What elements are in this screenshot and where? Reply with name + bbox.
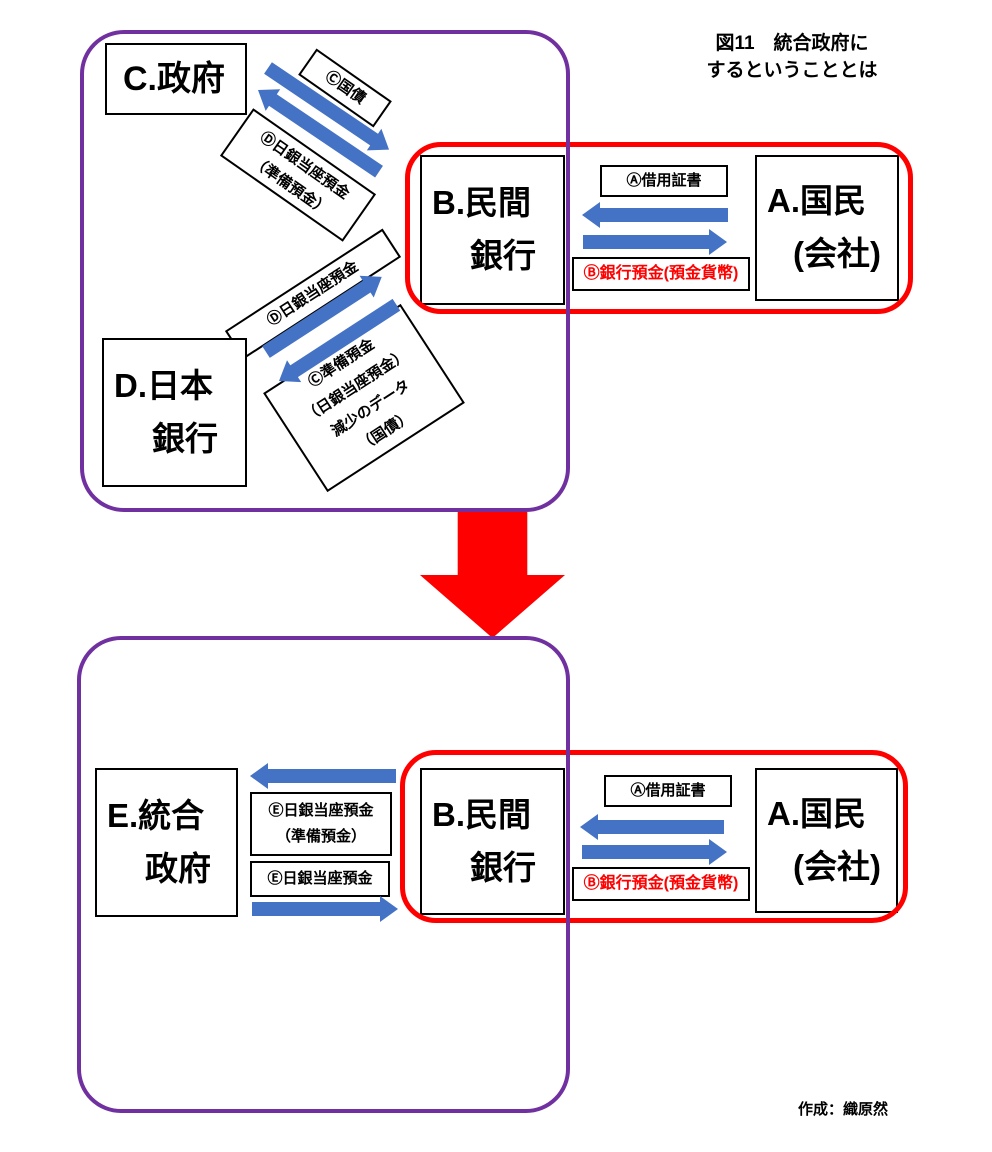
label-e-boj-deposit-reserve: Ⓔ日銀当座預金 （準備預金） bbox=[250, 792, 392, 856]
citizens-line2: (会社) bbox=[793, 235, 881, 272]
arrow-unified-to-bank-icon bbox=[252, 896, 398, 922]
label-a-iou-top: Ⓐ借用証書 bbox=[600, 165, 728, 197]
author-credit: 作成：織原然 bbox=[798, 1101, 889, 1118]
citizens-box-top: A.国民 (会社) bbox=[755, 155, 899, 301]
government-box: C.政府 bbox=[105, 43, 247, 115]
arrow-bank-to-citizen-icon-bottom bbox=[582, 839, 727, 865]
private-bank-box-bottom: B.民間 銀行 bbox=[420, 768, 565, 915]
figure-title: 図11 統合政府に するということとは bbox=[686, 30, 898, 84]
citizens-line1: A.国民 bbox=[767, 794, 866, 832]
bank-of-japan-line1: D.日本 bbox=[114, 366, 213, 404]
label-e-boj-deposit: Ⓔ日銀当座預金 bbox=[250, 861, 390, 897]
private-bank-line1: B.民間 bbox=[432, 795, 531, 833]
label-b-bank-deposit-top: Ⓑ銀行預金(預金貨幣) bbox=[572, 257, 750, 291]
arrow-bank-to-unified-icon bbox=[250, 763, 396, 789]
government-box-label: C.政府 bbox=[123, 59, 225, 98]
arrow-down-icon bbox=[420, 512, 565, 638]
private-bank-line1: B.民間 bbox=[432, 184, 531, 222]
label-a-iou-bottom: Ⓐ借用証書 bbox=[604, 775, 732, 807]
private-bank-line2: 銀行 bbox=[470, 237, 536, 274]
private-bank-box-top: B.民間 銀行 bbox=[420, 155, 565, 305]
arrow-bank-to-citizen-icon-top bbox=[583, 229, 727, 255]
bank-of-japan-box: D.日本 銀行 bbox=[102, 338, 247, 487]
figure-title-line2: するということとは bbox=[706, 60, 878, 81]
citizens-line1: A.国民 bbox=[767, 182, 866, 220]
unified-government-line2: 政府 bbox=[145, 849, 211, 887]
citizens-line2: (会社) bbox=[793, 847, 881, 885]
label-b-bank-deposit-bottom: Ⓑ銀行預金(預金貨幣) bbox=[572, 867, 750, 901]
label-e-reserve-line2: （準備預金） bbox=[275, 828, 366, 845]
label-e-reserve-line1: Ⓔ日銀当座預金 bbox=[268, 802, 374, 819]
private-bank-line2: 銀行 bbox=[470, 848, 536, 886]
unified-government-box: E.統合 政府 bbox=[95, 768, 238, 917]
bank-of-japan-line2: 銀行 bbox=[152, 419, 218, 457]
figure-title-line1: 図11 統合政府に bbox=[715, 33, 869, 54]
arrow-citizen-to-bank-icon-bottom bbox=[580, 814, 724, 840]
citizens-box-bottom: A.国民 (会社) bbox=[755, 768, 898, 913]
arrow-citizen-to-bank-icon-top bbox=[582, 202, 728, 228]
unified-government-line1: E.統合 bbox=[107, 796, 205, 834]
